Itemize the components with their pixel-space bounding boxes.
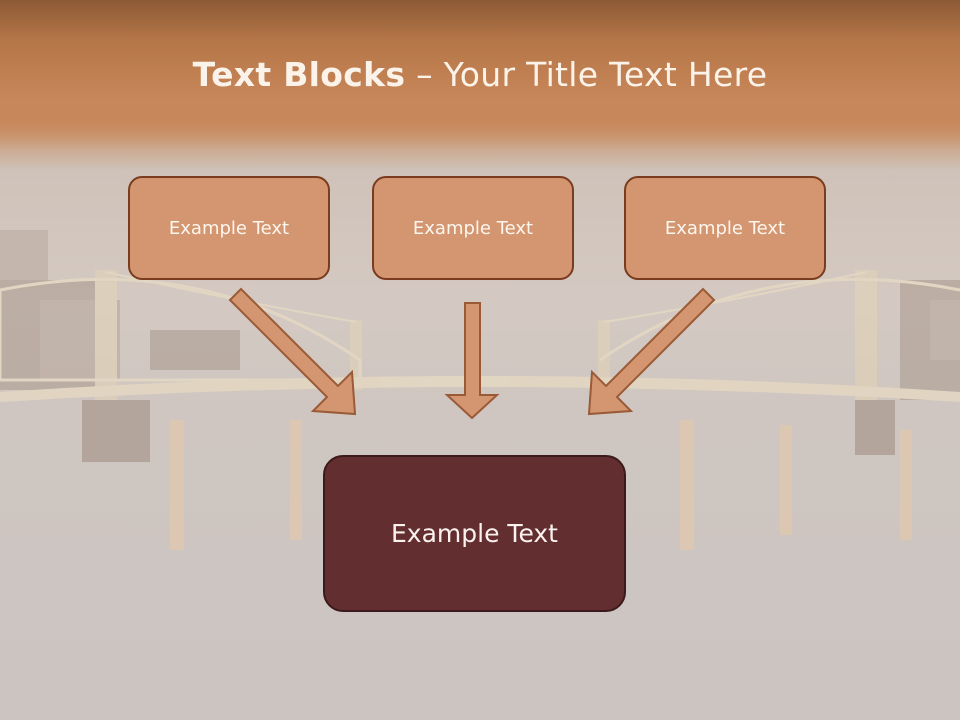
text-block-bottom[interactable]: Example Text xyxy=(323,455,626,612)
arrow-left xyxy=(228,287,357,416)
water-reflection xyxy=(900,430,912,540)
building xyxy=(150,330,240,370)
water-reflection xyxy=(170,420,184,550)
page-title: Text Blocks – Your Title Text Here xyxy=(0,55,960,94)
text-block-center[interactable]: Example Text xyxy=(372,176,574,280)
bridge-tower xyxy=(855,270,877,410)
title-bold: Text Blocks xyxy=(192,55,406,94)
arrow-center xyxy=(444,302,500,420)
bridge-tower xyxy=(598,320,610,390)
text-block-left[interactable]: Example Text xyxy=(128,176,330,280)
water-reflection xyxy=(780,425,792,535)
water-reflection xyxy=(680,420,694,550)
bridge-tower xyxy=(95,270,117,410)
arrow-right xyxy=(587,287,716,416)
building xyxy=(930,300,960,360)
bridge-pier xyxy=(855,400,895,455)
bridge-cable xyxy=(603,271,867,323)
bridge-cable xyxy=(599,277,960,362)
title-separator: – xyxy=(405,55,444,94)
bridge-deck xyxy=(0,376,960,402)
bridge-pier xyxy=(82,400,150,462)
title-rest: Your Title Text Here xyxy=(443,55,768,94)
header-band xyxy=(0,0,960,150)
bridge-cable xyxy=(0,277,362,382)
text-block-right[interactable]: Example Text xyxy=(624,176,826,280)
water-reflection xyxy=(290,420,302,540)
